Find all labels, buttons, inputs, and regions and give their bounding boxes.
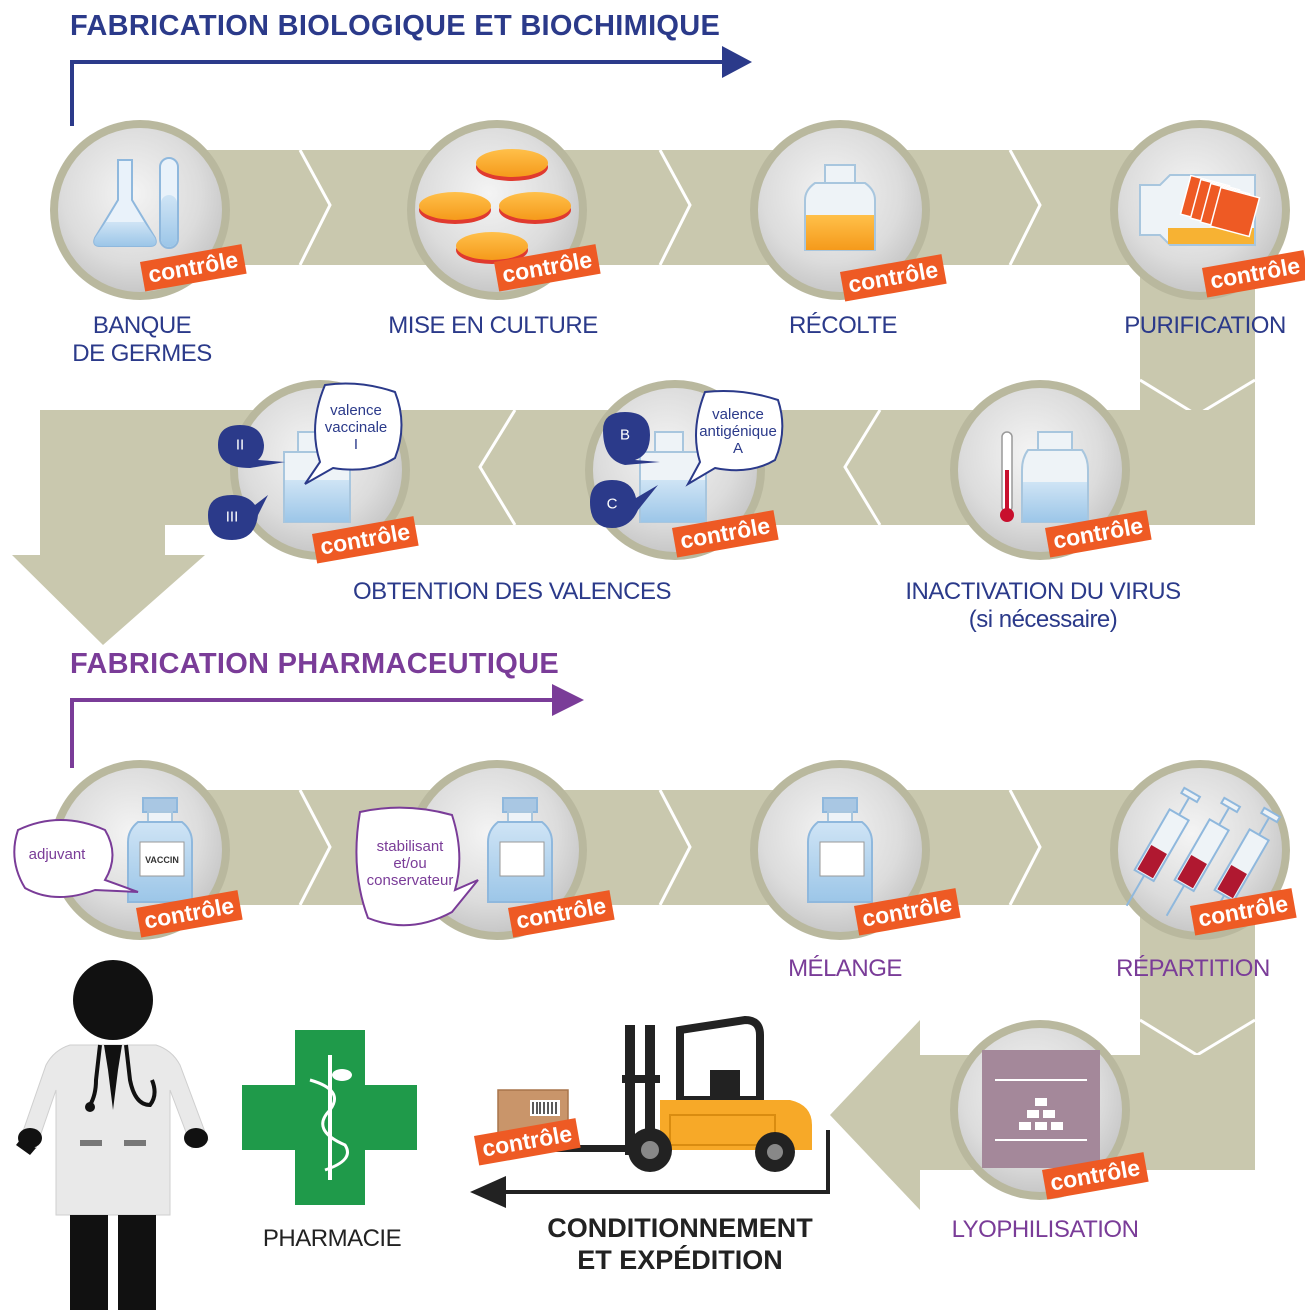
forklift-icon [548,1015,812,1172]
roman-bubble-iii [208,495,268,540]
vaccin-bottle-label: VACCIN [145,855,179,865]
step-label-melange: MÉLANGE [788,955,902,982]
pharmacy-cross-icon [242,1030,417,1205]
purification-icon [1139,174,1261,246]
pharma-section-arrow [70,698,558,768]
step-label-culture: MISE EN CULTURE [388,312,598,339]
step-label-conditionnement: CONDITIONNEMENT ET EXPÉDITION [547,1213,813,1275]
bubble-text-ii: II [235,436,245,454]
roman-bubble-ii [218,425,285,468]
bubble-text-b: B [619,426,631,444]
step-label-inactivation: INACTIVATION DU VIRUS (si nécessaire) [905,578,1181,633]
letter-bubble-c [590,480,658,528]
step-label-recolte: RÉCOLTE [788,312,898,339]
pharma-section-title: FABRICATION PHARMACEUTIQUE [70,648,559,680]
bubble-text-iii: III [225,508,239,526]
speech-bubble-vaccinale [304,382,403,485]
speech-bubble-adjuvant [13,819,139,899]
letter-bubble-b [603,412,660,465]
step-label-purification: PURIFICATION [1124,312,1286,339]
step-label-valences: OBTENTION DES VALENCES [353,578,671,605]
thermometer-icon [1000,431,1014,522]
shipping-arrow [500,1130,830,1194]
bubble-text-adjuvant: adjuvant [28,846,86,863]
speech-bubble-stabilisant [355,806,479,927]
bio-section-title: FABRICATION BIOLOGIQUE ET BIOCHIMIQUE [70,10,721,42]
petri-dishes-icon [419,149,571,264]
track-down-arrow-2 [12,410,205,645]
step-label-lyophilisation: LYOPHILISATION [951,1216,1139,1243]
jar-icon [639,431,707,523]
step-label-banque: BANQUE DE GERMES [72,312,212,367]
step-label-pharmacie: PHARMACIE [262,1225,402,1252]
flask-icon [93,157,179,249]
doctor-icon [16,960,209,1310]
step-label-repartition: RÉPARTITION [1116,955,1270,982]
freeze-dryer-icon [982,1050,1100,1168]
jar-icon-vaccinale [283,431,351,523]
bubble-text-c: C [606,495,618,513]
speech-bubble-antigenique [685,390,784,487]
bio-section-arrow [70,60,728,126]
harvest-bottle-icon [804,164,876,251]
syringes-icon [1125,786,1282,927]
bubble-text-stabilisant: stabilisant et/ou conservateur [366,838,454,889]
bubble-text-antigenique: valence antigénique A [699,406,777,457]
bubble-text-vaccinale: valence vaccinale I [324,402,388,453]
vaccine-bottle-icon [127,797,193,903]
